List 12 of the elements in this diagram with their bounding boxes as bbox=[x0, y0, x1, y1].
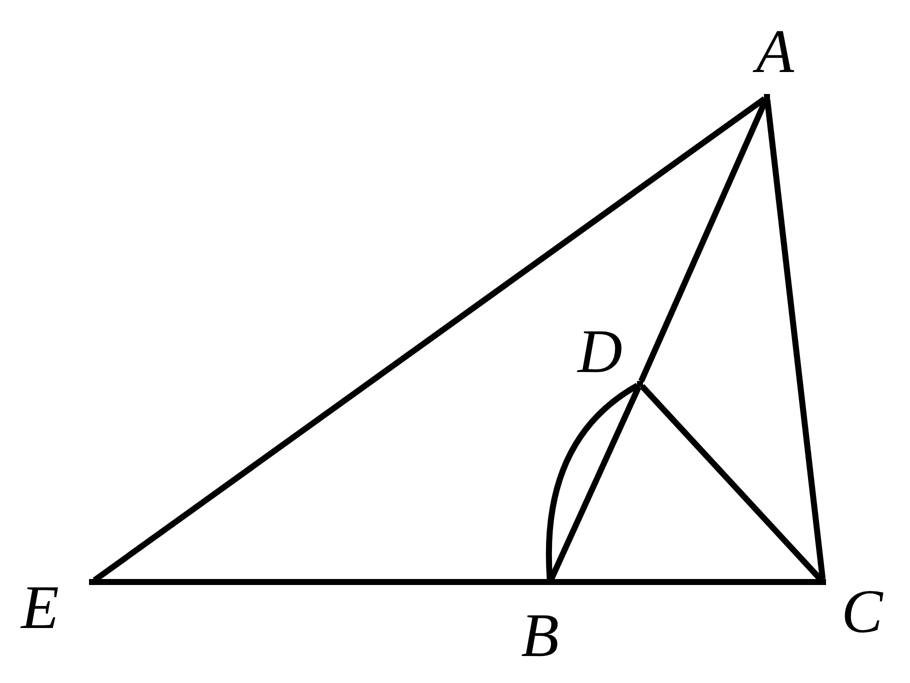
vertex-point bbox=[89, 579, 95, 585]
line-segment bbox=[95, 579, 547, 585]
vertex-point bbox=[764, 94, 770, 100]
vertex-point bbox=[637, 381, 643, 387]
line-segment bbox=[638, 98, 769, 382]
point-label: C bbox=[841, 581, 883, 643]
line-segment bbox=[553, 579, 820, 585]
vertex-point bbox=[820, 579, 826, 585]
point-label: E bbox=[21, 577, 59, 639]
point-label: D bbox=[578, 321, 622, 383]
line-segment bbox=[764, 100, 826, 580]
point-label: B bbox=[521, 605, 559, 667]
